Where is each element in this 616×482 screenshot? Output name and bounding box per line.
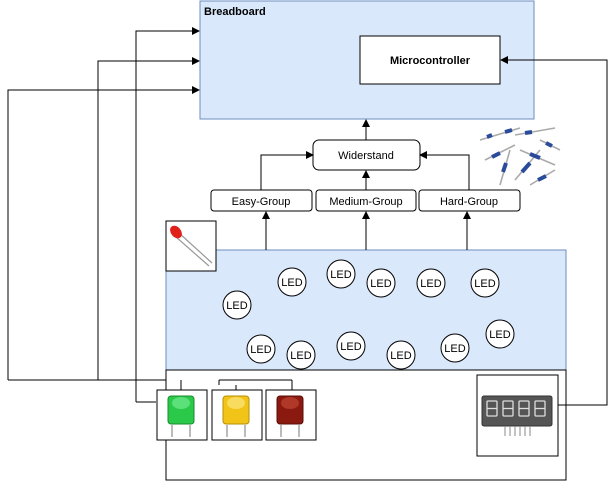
svg-text:LED: LED bbox=[226, 300, 247, 312]
resistor-label: Widerstand bbox=[338, 150, 394, 162]
microcontroller-label: Microcontroller bbox=[390, 55, 471, 67]
svg-text:LED: LED bbox=[474, 278, 495, 290]
svg-text:LED: LED bbox=[340, 341, 361, 353]
connector-lines bbox=[7, 27, 608, 406]
led[interactable]: LED bbox=[440, 333, 470, 363]
breadboard-title: Breadboard bbox=[204, 6, 266, 18]
led[interactable]: LED bbox=[485, 319, 515, 349]
red-led-icon bbox=[165, 220, 217, 272]
led[interactable]: LED bbox=[470, 268, 500, 298]
led[interactable]: LED bbox=[222, 290, 252, 320]
seven-segment-display-icon[interactable] bbox=[476, 374, 559, 457]
led[interactable]: LED bbox=[246, 334, 276, 364]
svg-text:LED: LED bbox=[390, 350, 411, 362]
led[interactable]: LED bbox=[416, 268, 446, 298]
medium-group-label: Medium-Group bbox=[329, 196, 402, 208]
led[interactable]: LED bbox=[277, 267, 307, 297]
svg-text:LED: LED bbox=[420, 278, 441, 290]
led[interactable]: LED bbox=[286, 340, 316, 370]
led[interactable]: LED bbox=[336, 331, 366, 361]
svg-text:LED: LED bbox=[444, 343, 465, 355]
yellow-button-icon[interactable] bbox=[211, 389, 263, 441]
svg-text:LED: LED bbox=[330, 269, 351, 281]
svg-text:LED: LED bbox=[370, 278, 391, 290]
microcontroller-box[interactable] bbox=[359, 35, 501, 85]
led[interactable]: LED bbox=[366, 268, 396, 298]
svg-text:LED: LED bbox=[489, 329, 510, 341]
svg-text:LED: LED bbox=[290, 350, 311, 362]
led-group: LED LED LED LED LED LED LED LED LED LED … bbox=[222, 259, 515, 370]
led[interactable]: LED bbox=[326, 259, 356, 289]
red-button-icon[interactable] bbox=[265, 389, 317, 441]
svg-text:LED: LED bbox=[250, 344, 271, 356]
resistors-icon bbox=[479, 127, 561, 186]
easy-group-label: Easy-Group bbox=[232, 196, 291, 208]
led[interactable]: LED bbox=[386, 340, 416, 370]
green-button-icon[interactable] bbox=[156, 389, 208, 441]
hard-group-label: Hard-Group bbox=[440, 196, 498, 208]
svg-text:LED: LED bbox=[281, 277, 302, 289]
